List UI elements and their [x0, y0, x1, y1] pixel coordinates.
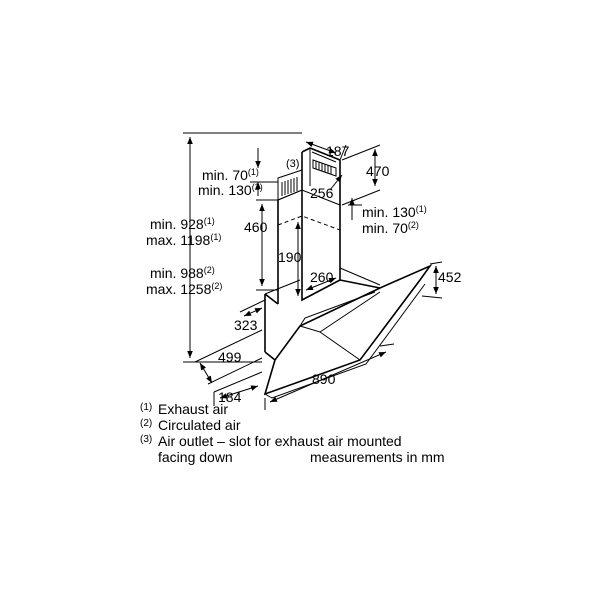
air-outlet-grille [277, 159, 337, 201]
upper-chimney-inner [309, 148, 337, 186]
dim-184: 184 [218, 389, 242, 405]
glass-canopy [263, 264, 433, 396]
dim-max1258: max. 1258(2) [146, 281, 222, 297]
dim-260: 260 [310, 269, 334, 285]
dim-min988: min. 988(2) [150, 265, 215, 281]
dim-256: 256 [310, 185, 334, 201]
dim-460: 460 [244, 219, 268, 235]
dim-323: 323 [234, 317, 258, 333]
dim-187: 187 [326, 143, 350, 159]
dim-890: 890 [312, 371, 336, 387]
legend: (1) Exhaust air (2) Circulated air (3) A… [140, 401, 445, 465]
legend-text-2: Circulated air [158, 417, 241, 433]
hood-outline [263, 147, 433, 399]
legend-text-3-cont: facing down [158, 449, 233, 465]
dim-min928: min. 928(1) [150, 216, 215, 232]
legend-marker-1: (1) [140, 402, 152, 413]
hood-base-top [264, 267, 381, 295]
dim-min70-top: min. 70(1) [202, 167, 259, 183]
dimension-labels: 187 470 256 460 190 260 452 323 499 890 … [146, 143, 462, 405]
telescopic-overlap-line [277, 215, 341, 231]
dim-470: 470 [366, 163, 390, 179]
dim-452: 452 [438, 269, 462, 285]
dim-min130-right: min. 130(1) [362, 204, 427, 220]
dimension-lines [183, 132, 443, 410]
legend-text-3: Air outlet – slot for exhaust air mounte… [158, 433, 402, 449]
dim-min130-top: min. 130(2) [198, 182, 263, 198]
dim-max1198: max. 1198(1) [146, 232, 221, 248]
dim-190: 190 [278, 249, 302, 265]
hood-base-box [264, 279, 381, 352]
legend-marker-3: (3) [140, 434, 152, 445]
outlet-marker-3: (3) [286, 158, 299, 170]
units-note: measurements in mm [310, 449, 445, 465]
dim-499: 499 [218, 349, 242, 365]
dim-min70-right: min. 70(2) [362, 220, 419, 236]
chimney-front-face [277, 190, 341, 304]
legend-marker-2: (2) [140, 418, 152, 429]
legend-text-1: Exhaust air [158, 401, 228, 417]
